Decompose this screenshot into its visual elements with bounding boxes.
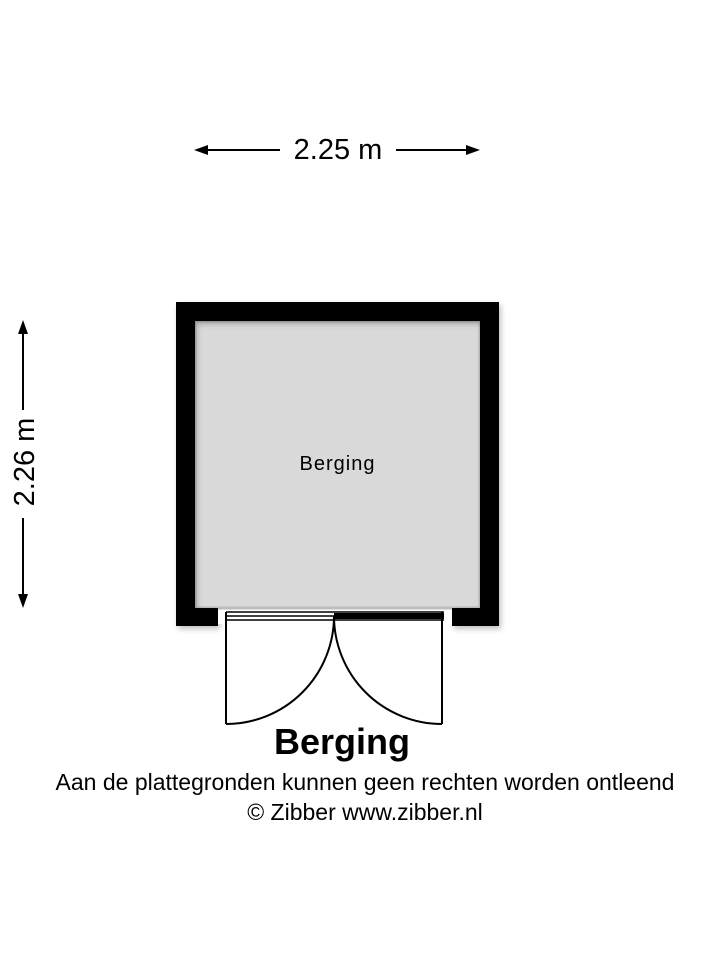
arrow-down-icon bbox=[18, 594, 28, 608]
height-dimension-label: 2.26 m bbox=[7, 411, 43, 513]
arrow-right-icon bbox=[466, 145, 480, 155]
width-dimension-label: 2.25 m bbox=[280, 132, 396, 168]
arrow-left-icon bbox=[194, 145, 208, 155]
height-dimension-arrow bbox=[18, 320, 28, 608]
right-door-swing-arc bbox=[333, 615, 443, 725]
disclaimer-text: Aan de plattegronden kunnen geen rechten… bbox=[55, 769, 675, 795]
width-dimension-arrow bbox=[194, 145, 480, 155]
left-door-swing-arc bbox=[225, 615, 335, 725]
room-label: Berging bbox=[299, 453, 376, 475]
double-door bbox=[218, 610, 452, 725]
plan-title: Berging bbox=[273, 721, 410, 762]
copyright-text: © Zibber www.zibber.nl bbox=[247, 799, 483, 825]
room-floor bbox=[195, 321, 480, 608]
walls bbox=[176, 302, 499, 626]
arrow-up-icon bbox=[18, 320, 28, 334]
